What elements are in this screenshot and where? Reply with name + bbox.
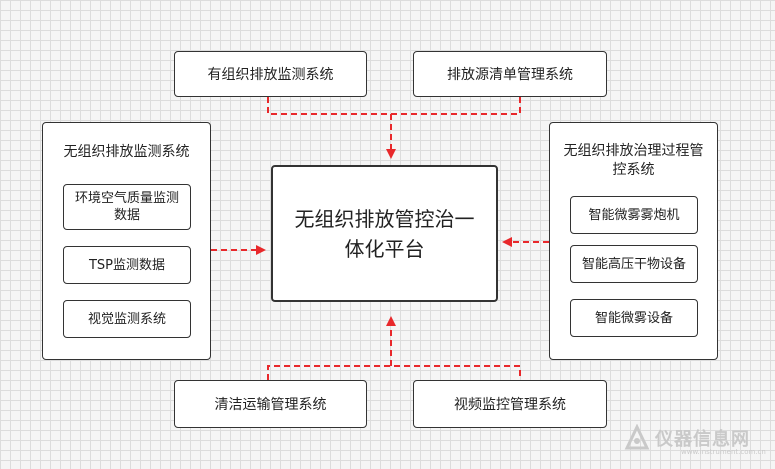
left-item-air-quality: 环境空气质量监测数据 — [63, 184, 191, 230]
center-platform-title: 无组织排放管控治一体化平台 — [294, 206, 475, 261]
right-item-mist-cannon: 智能微雾雾炮机 — [570, 196, 698, 234]
left-item-label: 环境空气质量监测数据 — [74, 191, 179, 223]
bottom-box-label: 视频监控管理系统 — [454, 397, 566, 413]
left-panel-title: 无组织排放监测系统 — [63, 144, 190, 160]
bottom-box-video-surveillance: 视频监控管理系统 — [413, 380, 607, 428]
watermark-url: www.instrument.com.cn — [681, 448, 766, 456]
left-item-label: 视觉监测系统 — [87, 311, 166, 327]
left-item-label: TSP监测数据 — [88, 257, 166, 273]
right-item-label: 智能微雾雾炮机 — [588, 207, 680, 223]
bottom-box-label: 清洁运输管理系统 — [214, 397, 327, 413]
top-box-label: 排放源清单管理系统 — [447, 67, 573, 83]
right-item-label: 智能微雾设备 — [594, 310, 673, 326]
center-platform-box: 无组织排放管控治一体化平台 — [271, 165, 498, 302]
watermark-brand: 仪器信息网 — [655, 429, 750, 450]
right-item-micro-mist: 智能微雾设备 — [570, 299, 698, 337]
watermark-logo-icon — [624, 424, 650, 450]
watermark: 仪器信息网 www.instrument.com.cn — [623, 424, 766, 456]
bottom-box-clean-transport: 清洁运输管理系统 — [174, 380, 367, 428]
right-panel-title: 无组织排放治理过程管控系统 — [563, 143, 704, 178]
top-box-source-inventory: 排放源清单管理系统 — [413, 51, 607, 97]
top-box-label: 有组织排放监测系统 — [207, 67, 334, 83]
right-item-dry-fog: 智能高压干物设备 — [570, 245, 698, 283]
bottom-connector — [267, 365, 521, 380]
right-item-label: 智能高压干物设备 — [581, 256, 686, 272]
left-item-visual: 视觉监测系统 — [63, 300, 191, 338]
top-box-organized-monitoring: 有组织排放监测系统 — [174, 51, 367, 97]
left-item-tsp: TSP监测数据 — [63, 246, 191, 284]
top-connector — [267, 97, 521, 115]
